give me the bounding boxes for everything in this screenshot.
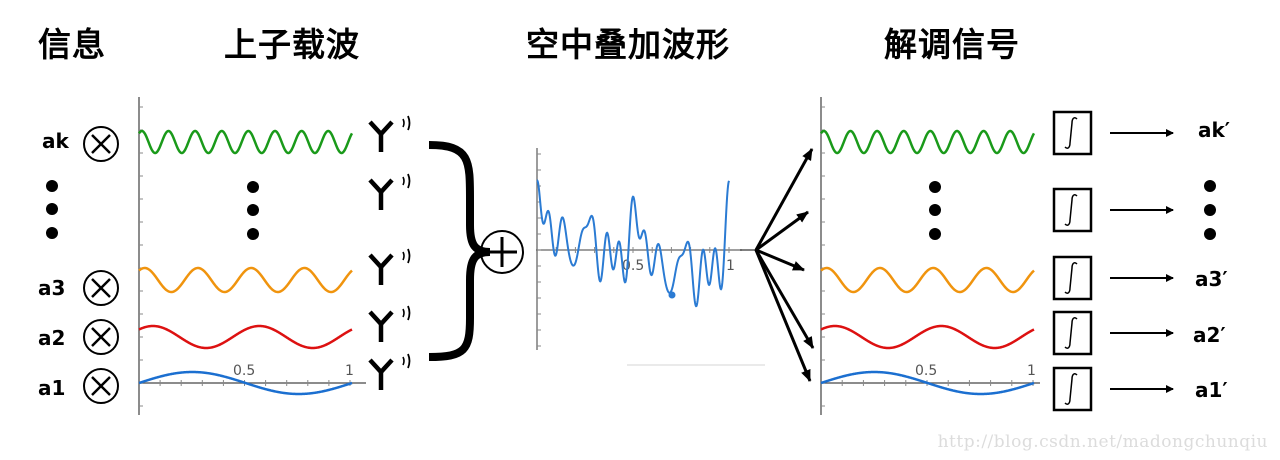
info-label-a3: a3 bbox=[38, 276, 66, 300]
demod-label-a1: a1′ bbox=[1195, 378, 1228, 402]
demod-label-a2: a2′ bbox=[1193, 323, 1226, 347]
title-subcarrier: 上子载波 bbox=[224, 25, 360, 64]
right-tick-0.5: 0.5 bbox=[915, 363, 937, 379]
composite-plot-axes bbox=[536, 148, 742, 350]
antenna-icon bbox=[368, 248, 411, 285]
composite-tick-0.5: 0.5 bbox=[622, 258, 644, 274]
ellipsis-icon bbox=[929, 181, 941, 240]
demod-label-a3: a3′ bbox=[1195, 267, 1228, 291]
ellipsis-icon bbox=[46, 180, 58, 239]
ellipsis-icon bbox=[247, 181, 259, 240]
right-tick-1: 1 bbox=[1027, 363, 1036, 379]
title-info: 信息 bbox=[38, 25, 106, 64]
carrier-wave-a2 bbox=[138, 324, 353, 350]
fan-out-arrows bbox=[740, 148, 815, 382]
circle-times-icon bbox=[83, 270, 119, 306]
left-plot-axes bbox=[138, 97, 366, 415]
integral-box-icon bbox=[1052, 110, 1174, 156]
integrator-boxes bbox=[1052, 110, 1174, 412]
antenna-icon bbox=[368, 115, 411, 152]
carrier-wave-a1 bbox=[138, 370, 353, 396]
integral-box-icon bbox=[1052, 310, 1174, 356]
left-tick-0.5: 0.5 bbox=[233, 363, 255, 379]
title-superposition: 空中叠加波形 bbox=[526, 25, 730, 64]
integral-box-icon bbox=[1052, 366, 1174, 412]
demod-wave-a1 bbox=[820, 370, 1035, 396]
title-demod: 解调信号 bbox=[884, 25, 1020, 64]
antenna-icon bbox=[368, 173, 411, 210]
demod-wave-a2 bbox=[820, 324, 1035, 350]
antenna-icon bbox=[368, 305, 411, 342]
antenna-icon bbox=[368, 353, 411, 390]
left-tick-1: 1 bbox=[345, 363, 354, 379]
watermark: http://blog.csdn.net/madongchunqiu bbox=[937, 432, 1268, 452]
ellipsis-icon bbox=[1204, 180, 1216, 240]
right-plot-ticks bbox=[821, 106, 1034, 407]
integral-box-icon bbox=[1052, 187, 1174, 233]
circle-times-icon bbox=[83, 368, 119, 404]
circle-times-icon bbox=[83, 319, 119, 355]
composite-marker-point bbox=[668, 291, 676, 299]
demod-label-ak: ak′ bbox=[1198, 118, 1231, 142]
info-label-a1: a1 bbox=[38, 376, 66, 400]
integral-box-icon bbox=[1052, 255, 1174, 301]
info-label-a2: a2 bbox=[38, 326, 66, 350]
demod-wave-a3 bbox=[820, 266, 1035, 294]
left-plot-ticks bbox=[139, 106, 351, 407]
antenna-icons bbox=[368, 115, 411, 390]
demod-wave-ak bbox=[819, 129, 1036, 155]
composite-tick-1: 1 bbox=[726, 258, 735, 274]
carrier-wave-a3 bbox=[138, 266, 353, 294]
circle-plus-icon bbox=[480, 230, 524, 274]
composite-wave bbox=[536, 179, 730, 308]
carrier-wave-ak bbox=[137, 129, 354, 155]
info-label-ak: ak bbox=[42, 129, 69, 153]
circle-times-icon bbox=[83, 126, 119, 162]
